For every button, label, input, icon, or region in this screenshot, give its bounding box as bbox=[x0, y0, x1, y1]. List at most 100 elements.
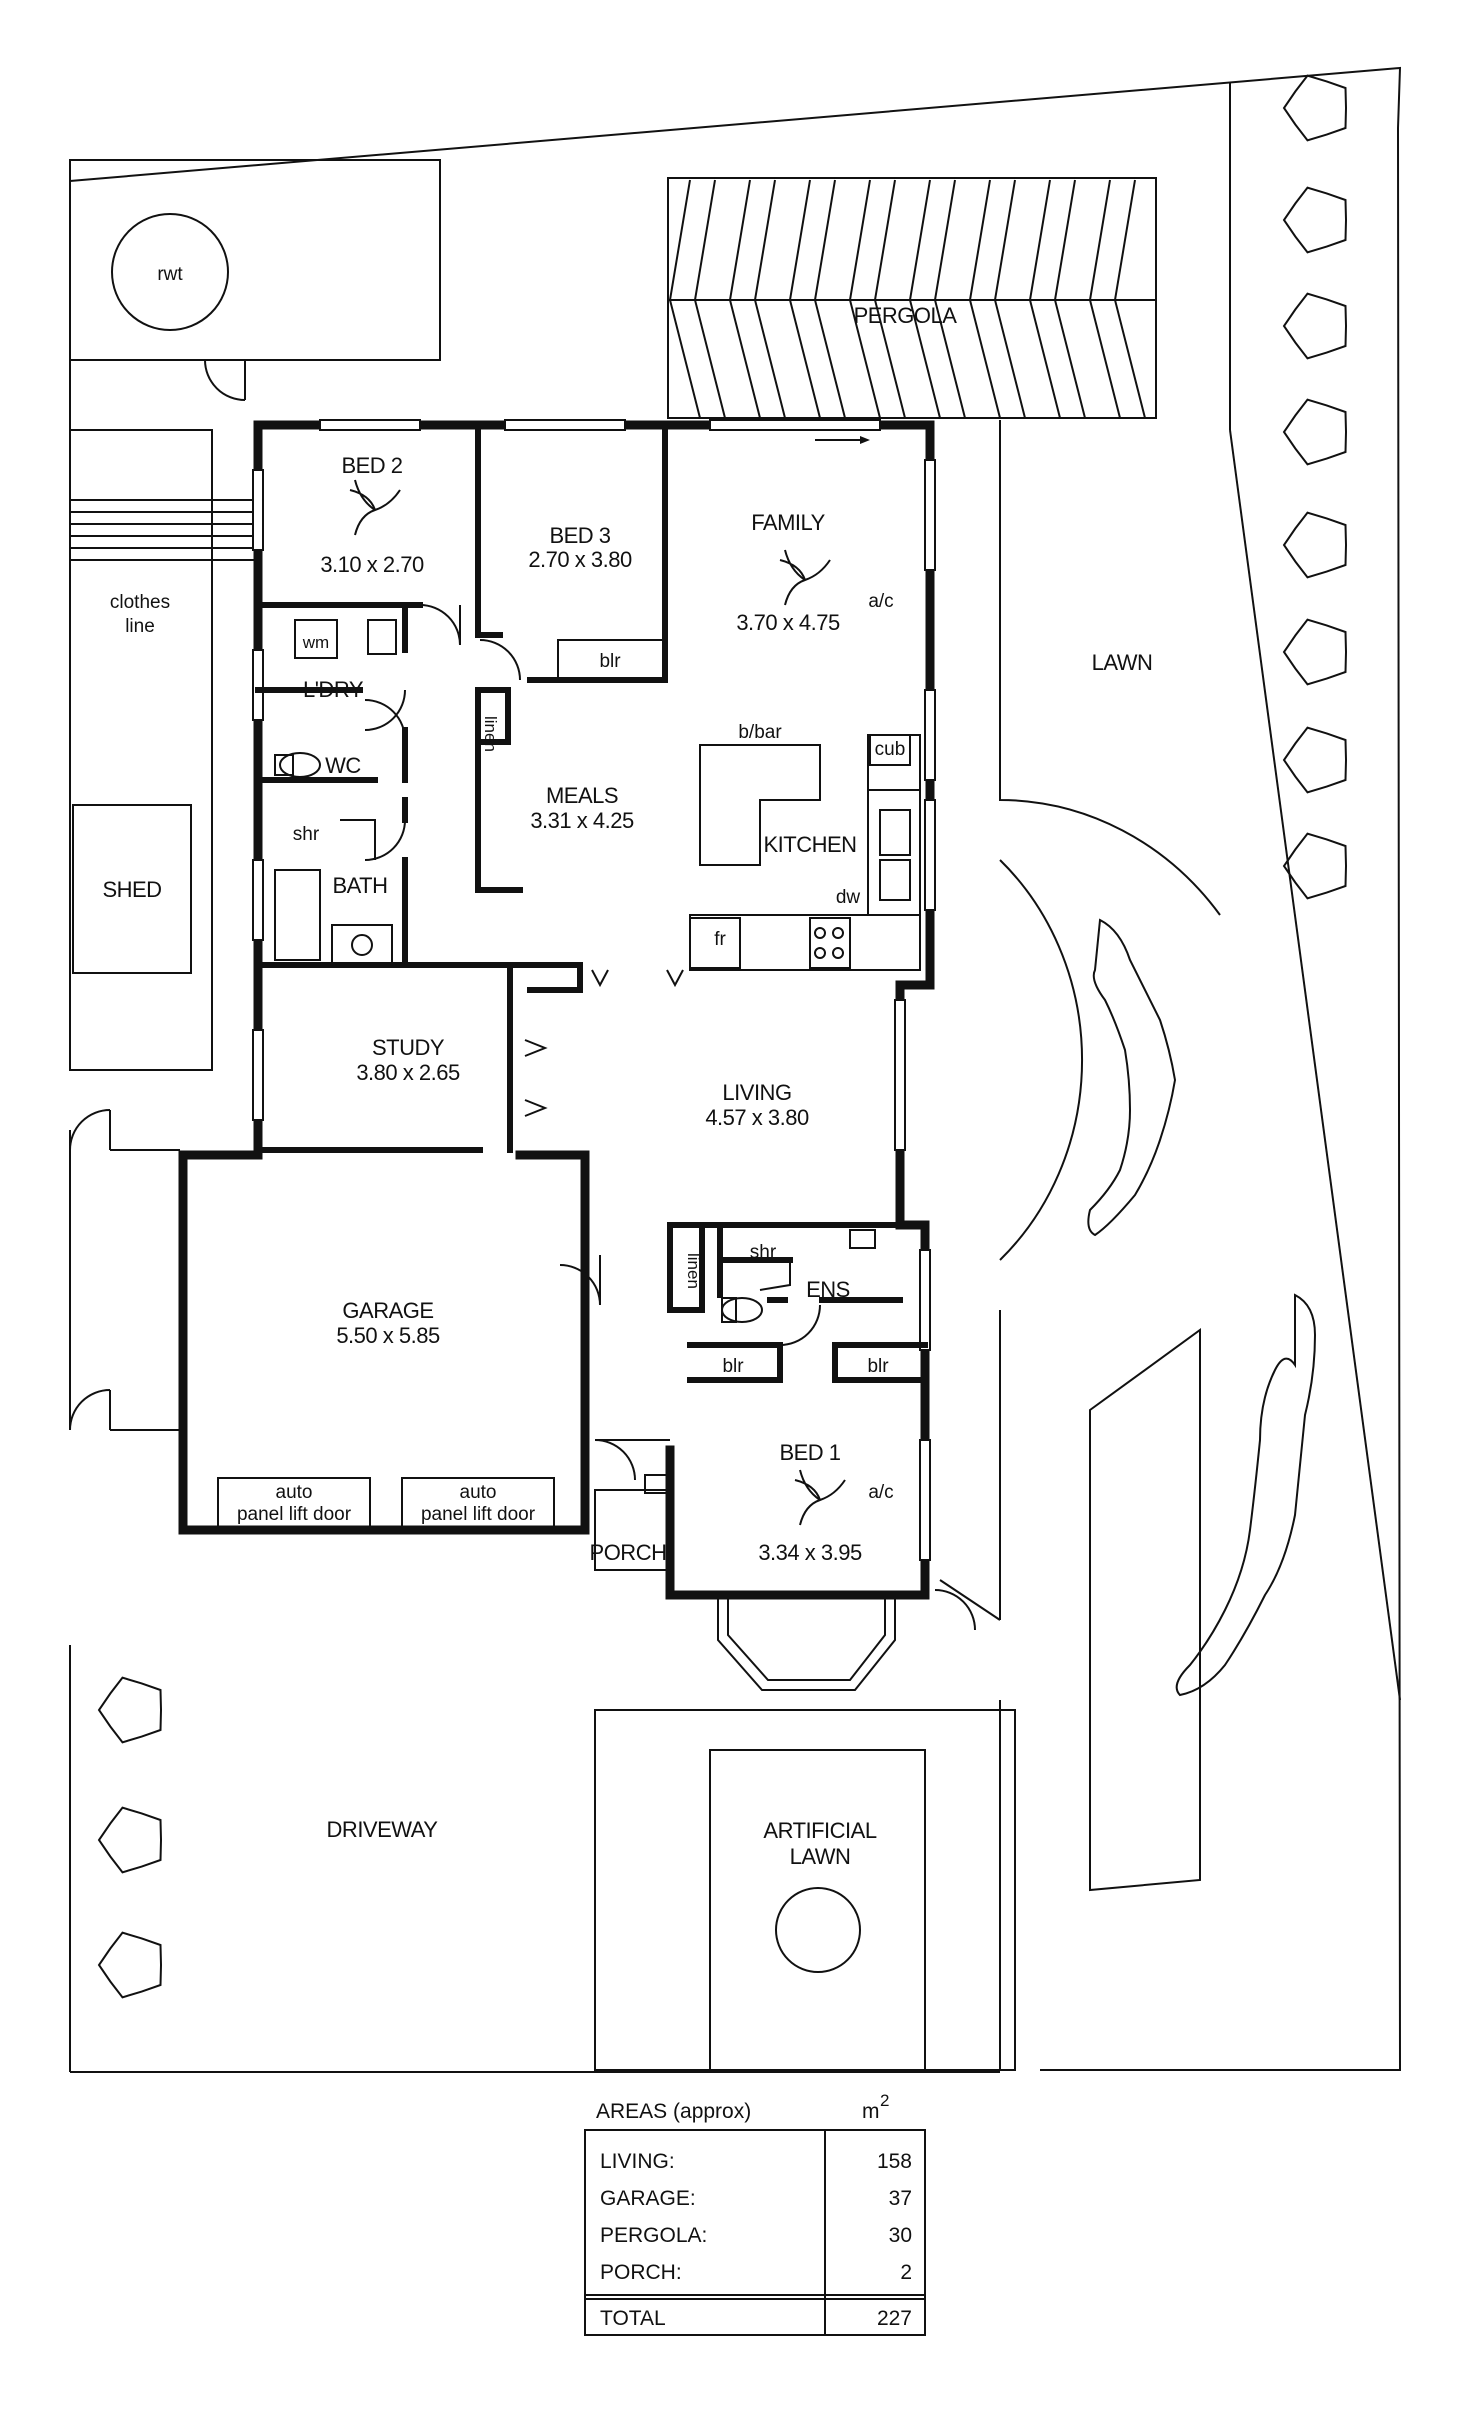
clothes-line-label-2: line bbox=[125, 616, 155, 637]
blr-label-ens: blr bbox=[722, 1356, 744, 1377]
garage-doors: auto panel lift door auto panel lift doo… bbox=[217, 1477, 555, 1529]
bed1-name: BED 1 bbox=[779, 1440, 840, 1465]
kitchen-name: KITCHEN bbox=[763, 832, 856, 857]
pergola-rafter bbox=[753, 179, 786, 419]
cub-label: cub bbox=[875, 739, 906, 760]
pergola-rafter bbox=[908, 179, 941, 419]
pergola-rafter bbox=[1053, 179, 1086, 419]
shower-label-ens: shr bbox=[750, 1242, 777, 1263]
trees bbox=[97, 74, 1348, 1999]
pergola-rafter bbox=[813, 179, 846, 419]
fridge-label: fr bbox=[714, 929, 726, 950]
rainwater-tank: rwt bbox=[69, 159, 441, 401]
wc-name: WC bbox=[325, 753, 361, 778]
areas-row-label: LIVING: bbox=[600, 2150, 675, 2173]
pergola-rafter bbox=[848, 179, 881, 419]
doors bbox=[364, 604, 976, 1631]
lawn-label: LAWN bbox=[1092, 650, 1153, 675]
areas-row-label: PERGOLA: bbox=[600, 2224, 707, 2247]
areas-title: AREAS (approx) bbox=[596, 2100, 751, 2123]
areas-table: AREAS (approx) m 2 LIVING:158GARAGE:37PE… bbox=[584, 2091, 926, 2336]
areas-total-value: 227 bbox=[877, 2307, 912, 2330]
family-name: FAMILY bbox=[751, 510, 825, 535]
washing-machine-label: wm bbox=[302, 633, 329, 652]
opening-marks bbox=[524, 969, 684, 1117]
bed3-dims: 2.70 x 3.80 bbox=[528, 547, 632, 572]
bed3-name: BED 3 bbox=[549, 523, 610, 548]
living-dims: 4.57 x 3.80 bbox=[705, 1105, 809, 1130]
clothes-line-label-1: clothes bbox=[110, 592, 170, 613]
bed2-dims: 3.10 x 2.70 bbox=[320, 552, 424, 577]
garage-door-2-line1: auto bbox=[460, 1482, 497, 1503]
areas-row-value: 30 bbox=[889, 2224, 912, 2247]
garage-door-1-line1: auto bbox=[276, 1482, 313, 1503]
pergola-rafter bbox=[728, 179, 761, 419]
pergola-rafter bbox=[993, 179, 1026, 419]
garage-door-1-line2: panel lift door bbox=[237, 1504, 352, 1525]
interior-walls bbox=[255, 422, 928, 1571]
ac-label-bed1: a/c bbox=[868, 1482, 893, 1503]
pergola-rafter bbox=[668, 179, 701, 419]
areas-total-label: TOTAL bbox=[600, 2307, 666, 2330]
room-labels: BED 2 3.10 x 2.70 BED 3 2.70 x 3.80 FAMI… bbox=[303, 453, 862, 1565]
family-dims: 3.70 x 4.75 bbox=[736, 610, 840, 635]
garage-door-2-line2: panel lift door bbox=[421, 1504, 536, 1525]
shower-label-bath: shr bbox=[293, 824, 320, 845]
tree-icon bbox=[1282, 292, 1348, 360]
living-name: LIVING bbox=[722, 1080, 791, 1105]
pergola-label: PERGOLA bbox=[854, 303, 958, 328]
linen-label-bed1: linen bbox=[684, 1253, 703, 1289]
shed-label: SHED bbox=[102, 877, 161, 902]
tree-icon bbox=[1282, 186, 1348, 254]
tree-icon bbox=[1282, 511, 1348, 579]
blr-label-bed1: blr bbox=[867, 1356, 889, 1377]
ensuite-name: ENS bbox=[806, 1277, 850, 1302]
areas-row-value: 2 bbox=[900, 2261, 912, 2284]
tree-icon bbox=[1282, 74, 1348, 142]
linen-label-meals: linen bbox=[481, 716, 500, 752]
driveway-label: DRIVEWAY bbox=[327, 1817, 439, 1842]
areas-row-value: 158 bbox=[877, 2150, 912, 2173]
fixture-labels: blr blr blr linen linen a/c a/c cub b/ba… bbox=[293, 591, 1153, 1503]
tree-icon bbox=[1282, 618, 1348, 686]
artificial-lawn-label-1: ARTIFICIAL bbox=[763, 1818, 876, 1843]
study-dims: 3.80 x 2.65 bbox=[356, 1060, 460, 1085]
lawn-tree bbox=[775, 1887, 861, 1973]
tree-icon bbox=[1282, 726, 1348, 794]
areas-unit-sup: 2 bbox=[880, 2091, 889, 2110]
laundry-name: L'DRY bbox=[303, 677, 364, 702]
garage-name: GARAGE bbox=[342, 1298, 433, 1323]
rwt-label: rwt bbox=[157, 264, 183, 285]
pergola-rafter bbox=[968, 179, 1001, 419]
pergola: PERGOLA bbox=[667, 177, 1157, 419]
bed2-name: BED 2 bbox=[341, 453, 402, 478]
tree-icon bbox=[97, 1931, 163, 1999]
garage-dims: 5.50 x 5.85 bbox=[336, 1323, 440, 1348]
pergola-rafter bbox=[873, 179, 906, 419]
blr-label-bed3: blr bbox=[599, 651, 621, 672]
tree-icon bbox=[1282, 398, 1348, 466]
pergola-rafter bbox=[1028, 179, 1061, 419]
pergola-rafter bbox=[693, 179, 726, 419]
areas-unit: m bbox=[862, 2100, 880, 2123]
garden-beds bbox=[1087, 918, 1317, 1697]
ac-label-family: a/c bbox=[868, 591, 893, 612]
bed1-dims: 3.34 x 3.95 bbox=[758, 1540, 862, 1565]
pergola-rafter bbox=[1088, 179, 1121, 419]
study-name: STUDY bbox=[372, 1035, 445, 1060]
ceiling-fans bbox=[349, 479, 846, 1526]
areas-row-label: PORCH: bbox=[600, 2261, 682, 2284]
breakfast-bar-label: b/bar bbox=[738, 722, 782, 743]
dishwasher-label: dw bbox=[836, 887, 861, 908]
pergola-rafter bbox=[933, 179, 966, 419]
lawn-paths bbox=[939, 420, 1221, 2070]
driveway-area: DRIVEWAY ARTIFICIAL LAWN bbox=[327, 1709, 1016, 2071]
wet-area-fixtures bbox=[274, 619, 876, 1323]
areas-row-label: GARAGE: bbox=[600, 2187, 696, 2210]
tree-icon bbox=[97, 1806, 163, 1874]
side-yard: clothes line SHED bbox=[69, 429, 255, 1431]
artificial-lawn-label-2: LAWN bbox=[790, 1844, 851, 1869]
bath-name: BATH bbox=[332, 873, 387, 898]
shed-box bbox=[72, 804, 192, 974]
meals-name: MEALS bbox=[546, 783, 618, 808]
